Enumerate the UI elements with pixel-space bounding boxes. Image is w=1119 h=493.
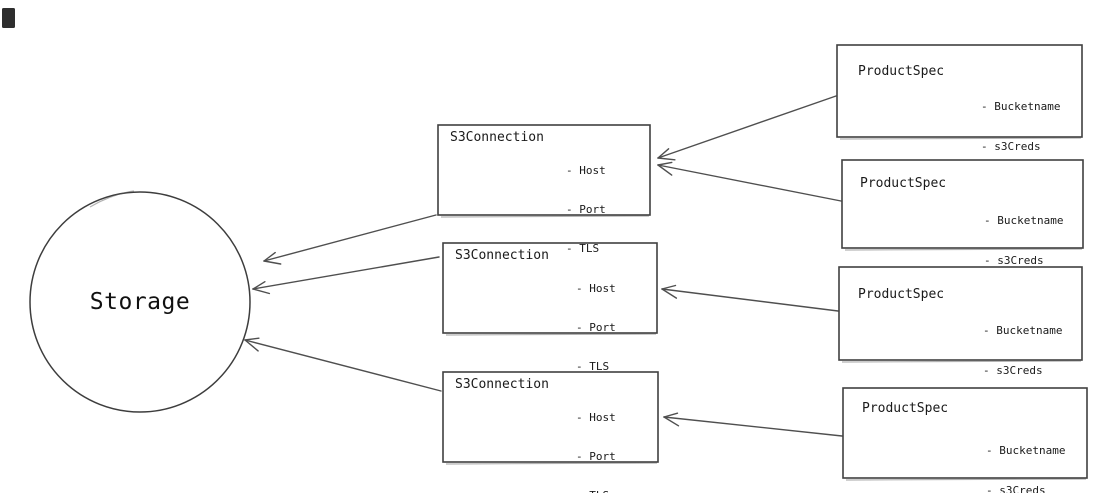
arrowhead-barb: [661, 284, 677, 290]
productspec-1-attributes: - Bucketname - s3Creds: [981, 74, 1060, 180]
productspec-4-attributes: - Bucketname - s3Creds: [986, 418, 1065, 493]
attribute-tls: - TLS: [576, 360, 610, 373]
attribute-bucketname: - Bucketname: [981, 100, 1061, 113]
s3connection-2-attributes: - Host - Port - TLS: [576, 256, 616, 399]
attribute-port: - Port: [576, 321, 616, 334]
productspec-box-4: [842, 387, 1088, 479]
arrowhead-barb: [657, 161, 673, 166]
arrow-productspec1-to-s3connection1: [657, 95, 837, 159]
s3connection-3-title: S3Connection: [455, 377, 549, 392]
productspec-2-attributes: - Bucketname - s3Creds: [984, 188, 1063, 294]
circle-sketch-overlap: [89, 190, 135, 208]
arrow-productspec3-to-s3connection2: [661, 288, 839, 312]
attribute-tls: - TLS: [576, 489, 616, 493]
s3connection-box-2: [442, 242, 658, 334]
sketch-line: [841, 360, 1082, 363]
sketch-line: [445, 462, 658, 465]
arrowhead-barb: [657, 148, 670, 159]
attribute-bucketname: - Bucketname: [984, 214, 1064, 227]
productspec-box-2: [841, 159, 1084, 249]
attribute-host: - Host: [566, 164, 606, 177]
attribute-s3creds: - s3Creds: [983, 364, 1043, 377]
s3connection-3-attributes: - Host - Port - TLS: [576, 385, 616, 493]
attribute-tls: - TLS: [566, 242, 600, 255]
attribute-s3creds: - s3Creds: [984, 254, 1044, 267]
arrow-s3connection2-to-storage: [252, 256, 440, 290]
attribute-bucketname: - Bucketname: [983, 324, 1063, 337]
arrowhead-barb: [661, 288, 678, 299]
arrow-productspec2-to-s3connection1: [657, 164, 842, 202]
arrowhead-barb: [263, 260, 282, 265]
sketch-line: [445, 333, 657, 336]
arrowhead-barb: [244, 339, 259, 352]
s3connection-1-title: S3Connection: [450, 130, 544, 145]
productspec-3-title: ProductSpec: [858, 287, 945, 302]
arrowhead-barb: [663, 412, 679, 418]
arrowhead-barb: [657, 157, 676, 161]
productspec-4-title: ProductSpec: [862, 401, 949, 416]
s3connection-box-1: [437, 124, 651, 216]
arrowhead-barb: [263, 251, 276, 262]
arrowhead-barb: [244, 337, 260, 341]
sketch-line: [839, 137, 1082, 140]
attribute-bucketname: - Bucketname: [986, 444, 1066, 457]
attribute-s3creds: - s3Creds: [981, 140, 1041, 153]
storage-node-label: Storage: [89, 289, 191, 315]
arrowhead-barb: [663, 416, 680, 427]
productspec-3-attributes: - Bucketname - s3Creds: [983, 298, 1062, 404]
attribute-port: - Port: [576, 450, 616, 463]
arrow-productspec4-to-s3connection3: [663, 416, 843, 437]
attribute-port: - Port: [566, 203, 606, 216]
s3connection-box-3: [442, 371, 659, 463]
productspec-2-title: ProductSpec: [860, 176, 947, 191]
arrowhead-barb: [252, 281, 266, 290]
corner-dark-mark: [2, 8, 15, 28]
storage-node-circle: [29, 191, 251, 413]
arrowhead-barb: [252, 288, 271, 295]
sketch-line: [845, 478, 1087, 481]
s3connection-2-title: S3Connection: [455, 248, 549, 263]
attribute-host: - Host: [576, 411, 616, 424]
s3connection-1-attributes: - Host - Port - TLS: [566, 138, 606, 281]
arrow-s3connection3-to-storage: [244, 339, 442, 392]
attribute-host: - Host: [576, 282, 616, 295]
arrowhead-barb: [657, 164, 673, 176]
sketch-line: [440, 215, 650, 218]
attribute-s3creds: - s3Creds: [986, 484, 1046, 493]
productspec-box-1: [836, 44, 1083, 138]
productspec-1-title: ProductSpec: [858, 64, 945, 79]
sketch-line: [844, 248, 1083, 251]
arrow-s3connection1-to-storage: [263, 214, 437, 262]
productspec-box-3: [838, 266, 1083, 361]
